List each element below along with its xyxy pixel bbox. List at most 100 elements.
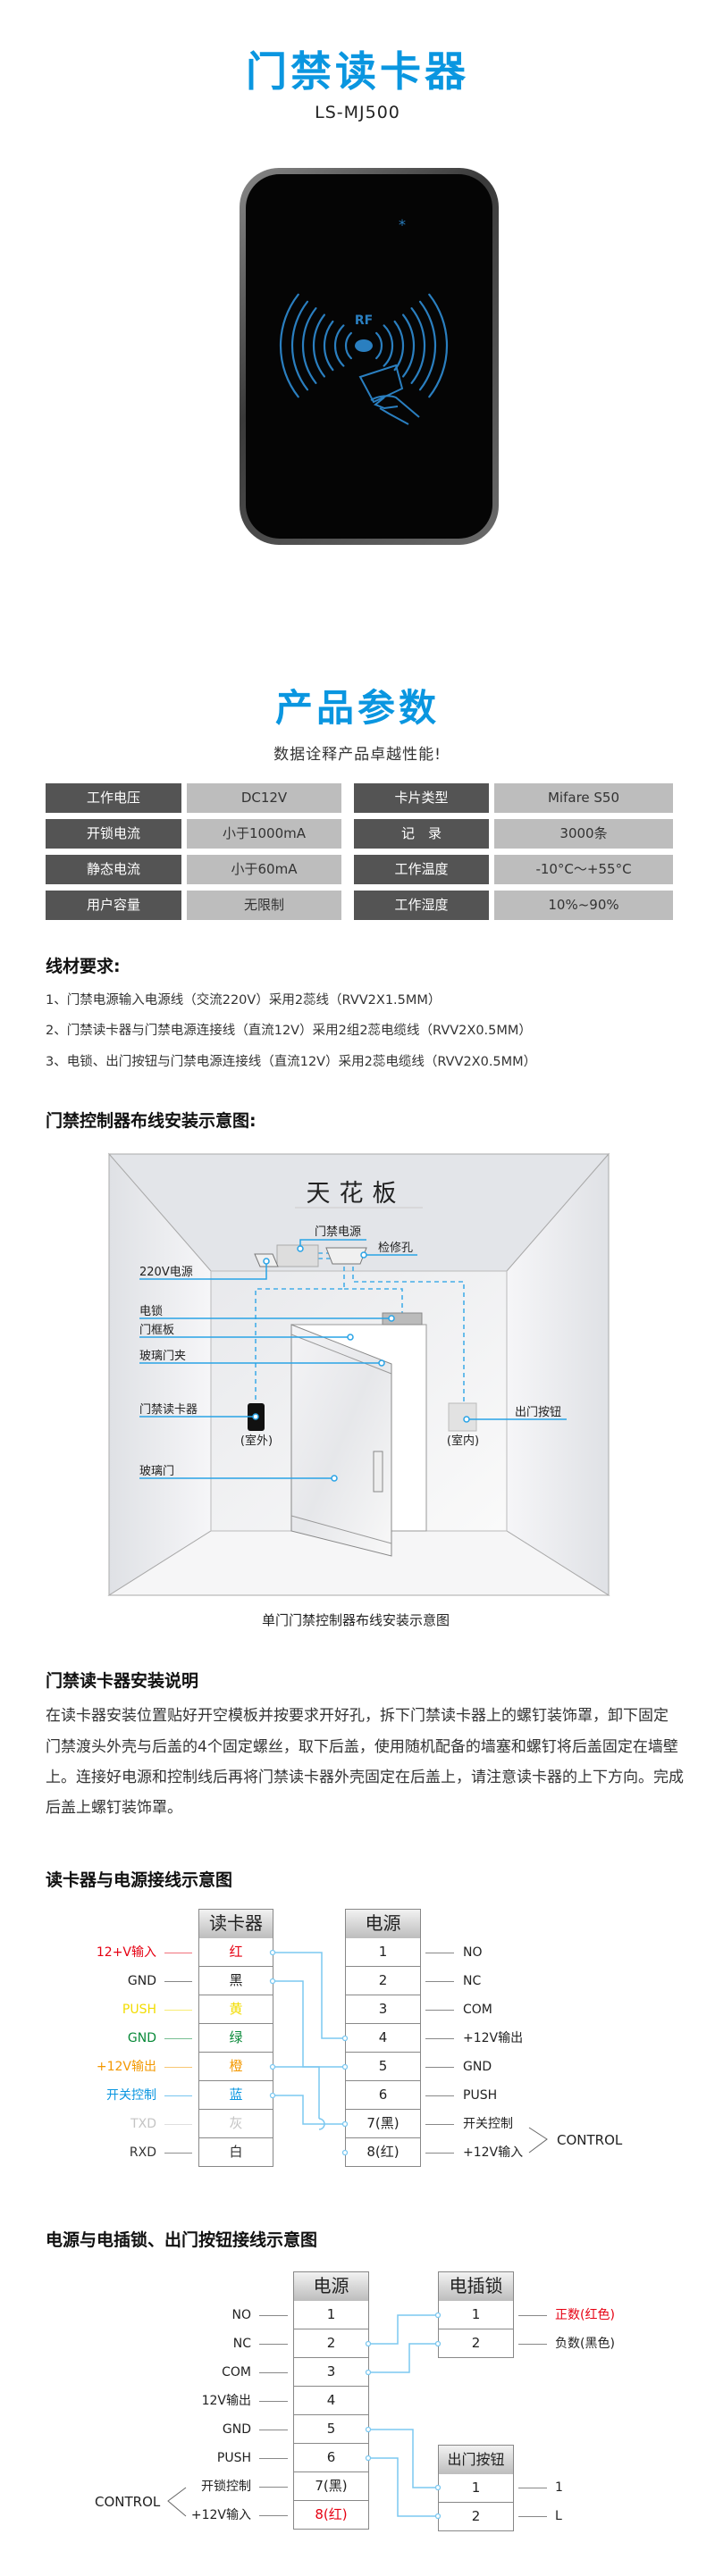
power-terminal-label: +12V输入 [190, 2508, 251, 2522]
rf-wave-arc [375, 331, 383, 360]
pin-cell: 6 [293, 2444, 369, 2472]
lead-line [425, 2124, 454, 2125]
exit-terminal-label: 1 [555, 2480, 563, 2495]
rf-wave-arc [383, 324, 394, 367]
param-key: 记 录 [354, 819, 489, 849]
rf-wave-arc [344, 331, 352, 360]
pin-cell: 灰 [198, 2110, 273, 2138]
pin-cell: 红 [198, 1938, 273, 1967]
pin-cell: 蓝 [198, 2081, 273, 2110]
label-outdoor: (室外) [240, 1434, 273, 1448]
rf-label: RF [355, 314, 373, 328]
reader-signal-label: 12+V输入 [96, 1945, 156, 1960]
pin-cell: 绿 [198, 2024, 273, 2053]
lead-line [259, 2487, 288, 2488]
diagram-caption: 单门门禁控制器布线安装示意图 [262, 1612, 450, 1628]
param-key: 卡片类型 [354, 783, 489, 813]
reader-signal-label: PUSH [122, 2003, 156, 2017]
ceiling-label: 天花板 [307, 1180, 406, 1208]
param-key: 工作电压 [46, 783, 181, 813]
control-bracket [528, 2127, 548, 2154]
lead-line [164, 2067, 192, 2068]
exit-button-mini [448, 1402, 477, 1432]
lock-header: 电插锁 [438, 2271, 514, 2302]
reader-header: 读卡器 [198, 1909, 273, 1939]
param-key: 用户容量 [46, 891, 181, 920]
lead-line [259, 2315, 288, 2316]
params-subtitle: 数据诠释产品卓越性能! [273, 746, 442, 764]
power-terminal-label: GND [222, 2422, 251, 2437]
label-mains: 220V电源 [139, 1266, 193, 1279]
rf-wave-arc [428, 293, 449, 398]
lock-terminal-label: 正数(红色) [555, 2308, 615, 2322]
label-glass-clip: 玻璃门夹 [139, 1350, 186, 1363]
lead-line [518, 2315, 547, 2316]
reader-signal-label: GND [127, 1974, 156, 1988]
label-glass-door: 玻璃门 [139, 1465, 174, 1478]
pin-cell: 黑 [198, 1967, 273, 1995]
power-terminal-label: 开锁控制 [201, 2480, 251, 2494]
pin-cell: 5 [293, 2415, 369, 2444]
label-power-supply: 门禁电源 [315, 1225, 361, 1239]
power-terminal-label: PUSH [216, 2451, 251, 2465]
lead-line [518, 2516, 547, 2517]
power-terminal-label: COM [463, 2003, 492, 2017]
install-line: 后盖上螺钉装饰罩。 [46, 1799, 182, 1817]
power-terminal-label: GND [463, 2060, 492, 2074]
glass-door [290, 1324, 392, 1557]
param-value: 10%~90% [494, 891, 673, 920]
pin-cell: 白 [198, 2138, 273, 2167]
card-reader-image: RF * [240, 168, 499, 545]
model-number: LS-MJ500 [315, 103, 400, 122]
rf-wave-arc [290, 300, 309, 391]
power-terminal-label: COM [222, 2365, 251, 2379]
exit-button-header: 出门按钮 [438, 2445, 514, 2475]
reader-signal-label: GND [127, 2031, 156, 2045]
wiring2-title: 电源与电插锁、出门按钮接线示意图 [46, 2230, 318, 2250]
exit-terminal-label: L [555, 2509, 562, 2523]
pin-cell: 5 [345, 2053, 421, 2081]
lead-line [259, 2401, 288, 2402]
layout-diagram-title: 门禁控制器布线安装示意图: [46, 1111, 257, 1131]
power-terminal-label: NC [463, 1974, 482, 1988]
rf-wave-arc [402, 314, 416, 378]
pin-cell: 3 [293, 2358, 369, 2387]
pin-cell: 4 [345, 2024, 421, 2053]
param-value: Mifare S50 [494, 783, 673, 813]
rf-wave-arc [393, 320, 405, 372]
param-value: DC12V [187, 783, 341, 813]
power-terminal-label: 开关控制 [463, 2117, 513, 2131]
params-title: 产品参数 [274, 686, 440, 730]
star-icon: * [399, 216, 406, 233]
param-value: 3000条 [494, 819, 673, 849]
power-header: 电源 [293, 2271, 369, 2302]
lead-line [425, 2010, 454, 2011]
power-terminal-label: 12V输出 [201, 2394, 251, 2408]
door-handle [373, 1451, 383, 1493]
wire-req-item: 1、门禁电源输入电源线（交流220V）采用2蕊线（RVV2X1.5MM） [46, 993, 442, 1008]
rf-wave-arc [323, 320, 334, 372]
pin-cell: 1 [438, 2474, 514, 2503]
pin-cell: 1 [345, 1938, 421, 1967]
rf-wave-arc [279, 293, 299, 398]
power-terminal-label: NO [463, 1945, 483, 1960]
pin-cell: 2 [293, 2329, 369, 2358]
param-value: -10°C～+55°C [494, 855, 673, 884]
label-indoor: (室内) [447, 1434, 479, 1448]
pin-cell: 2 [438, 2329, 514, 2358]
lead-line [259, 2515, 288, 2516]
param-value: 小于60mA [187, 855, 341, 884]
label-door-frame: 门框板 [139, 1324, 174, 1337]
lead-line [259, 2458, 288, 2459]
lead-line [164, 2124, 192, 2125]
page-title: 门禁读卡器 [246, 47, 469, 96]
pin-cell: 6 [345, 2081, 421, 2110]
power-terminal-label: NO [231, 2308, 252, 2322]
label-lock: 电锁 [139, 1304, 163, 1318]
param-key: 静态电流 [46, 855, 181, 884]
label-access-hole: 检修孔 [378, 1242, 413, 1255]
rf-wave-arc [301, 307, 317, 384]
lead-line [164, 2010, 192, 2011]
pin-cell: 2 [438, 2503, 514, 2531]
rf-wave-arc [410, 307, 426, 384]
